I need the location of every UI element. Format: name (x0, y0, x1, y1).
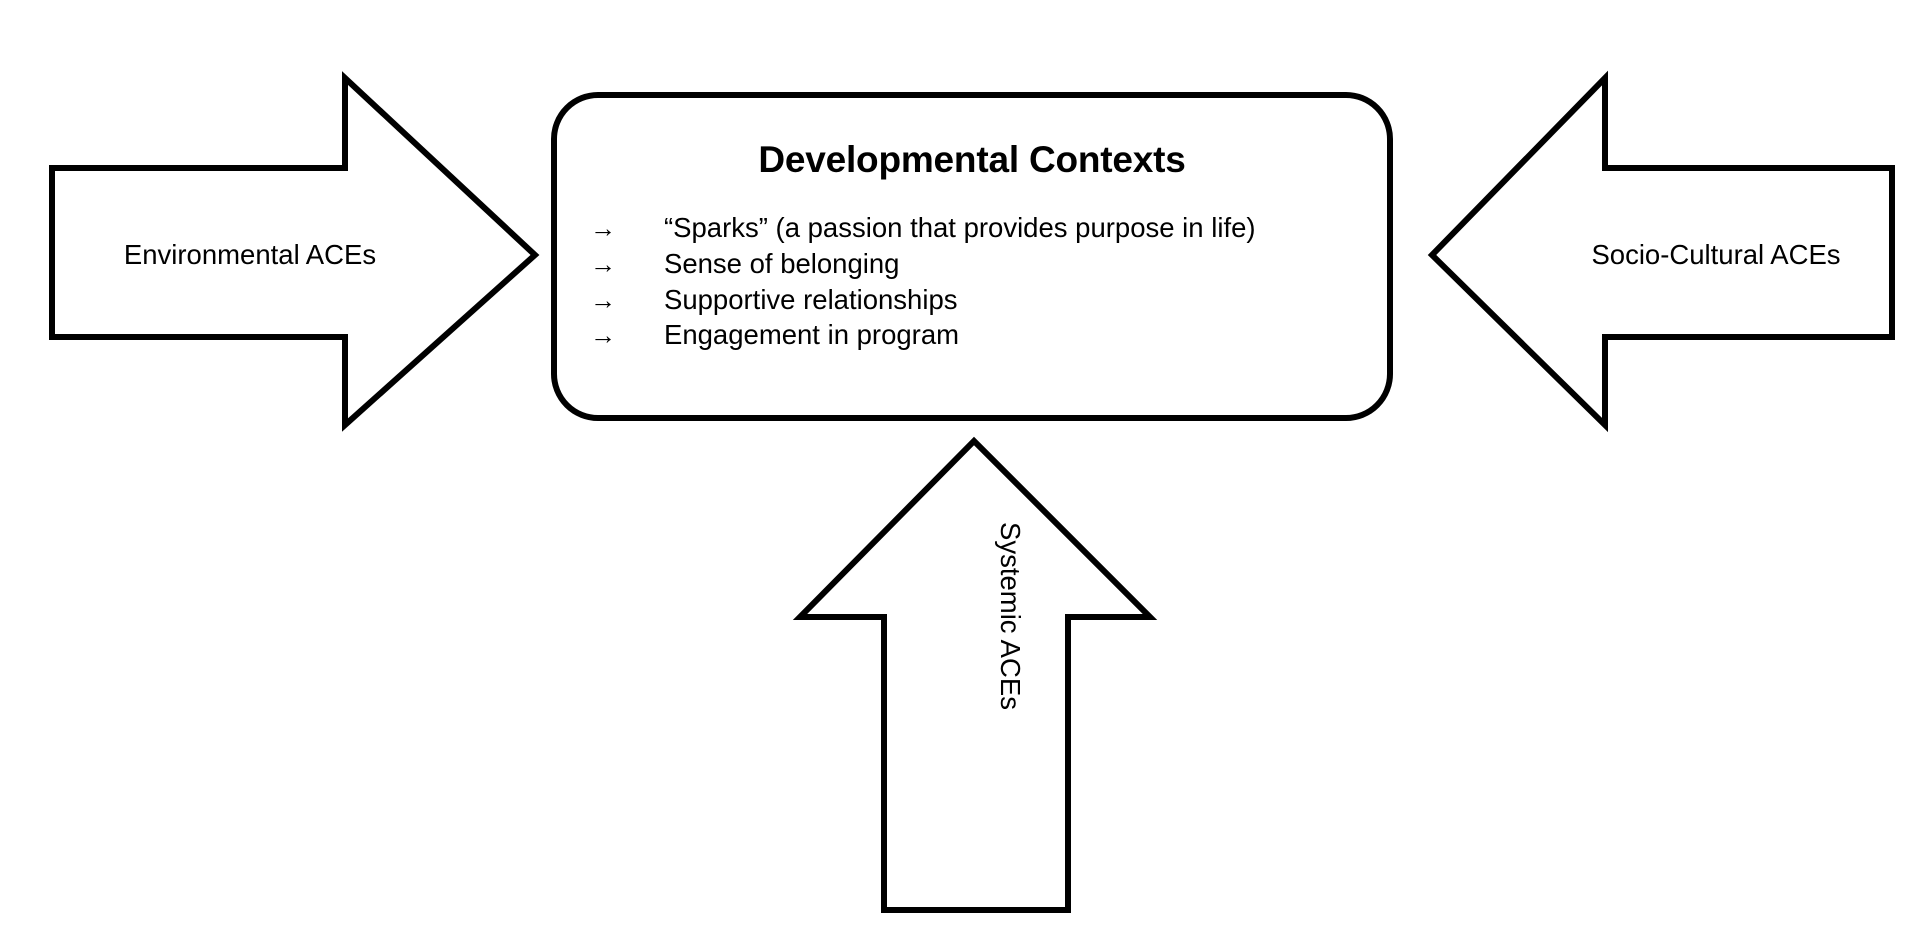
bottom-arrow-shape[interactable] (792, 436, 1158, 913)
center-panel-shape[interactable] (551, 92, 1393, 421)
left-arrow-shape[interactable] (49, 71, 540, 432)
right-arrow-shape[interactable] (1427, 70, 1895, 433)
